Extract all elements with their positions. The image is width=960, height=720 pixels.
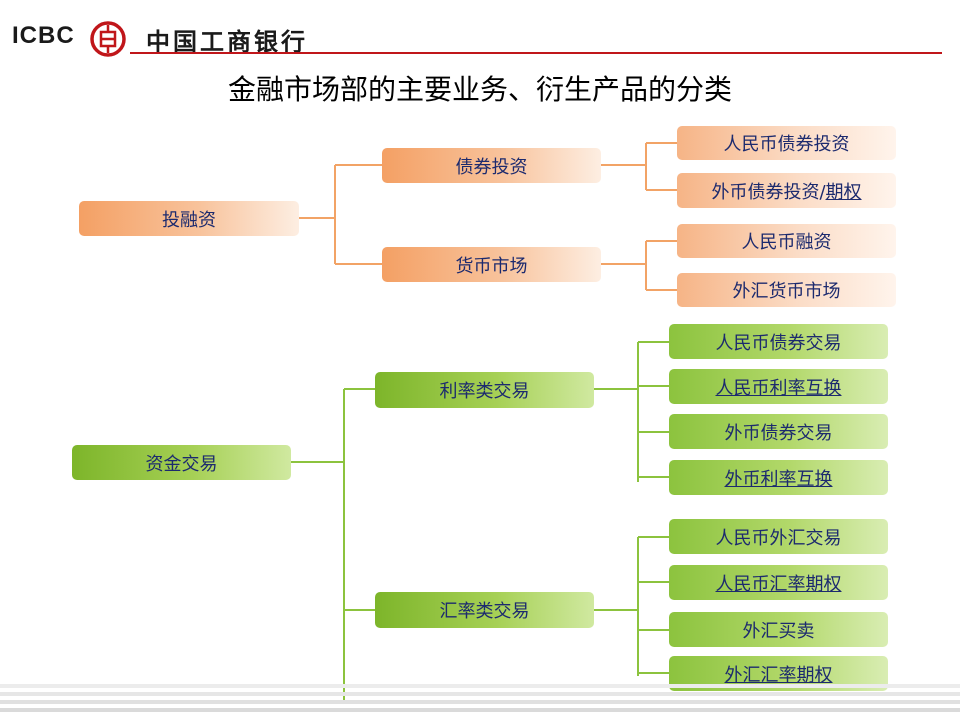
node-label: 人民币融资: [741, 232, 832, 253]
footer-decoration: [0, 682, 960, 720]
node-rmb-financing: 人民币融资: [677, 224, 896, 258]
node-label: 人民币外汇交易: [715, 527, 842, 549]
node-label-link[interactable]: 人民币利率互换: [715, 377, 842, 399]
node-fund-trading: 资金交易: [72, 445, 291, 480]
green-connectors: [291, 341, 669, 700]
node-label-link[interactable]: 人民币汇率期权: [715, 573, 842, 595]
node-fx-bond-trading: 外币债券交易: [669, 414, 888, 449]
node-bond-investment: 债券投资: [382, 148, 601, 183]
node-fx-bond-investment-option[interactable]: 外币债券投资/期权: [677, 173, 896, 208]
node-fx-money-market: 外汇货币市场: [677, 273, 896, 307]
node-label-link[interactable]: 外币债券投资/期权: [711, 181, 862, 203]
node-investment-financing: 投融资: [79, 201, 299, 236]
node-label-link[interactable]: 外汇汇率期权: [724, 664, 833, 686]
node-rmb-fx-trading: 人民币外汇交易: [669, 519, 888, 554]
node-money-market: 货币市场: [382, 247, 601, 282]
icbc-logo-text: ICBC: [12, 22, 75, 49]
node-fx-interest-rate-swap[interactable]: 外币利率互换: [669, 460, 888, 495]
node-label: 外汇货币市场: [732, 281, 841, 302]
node-fx-rate-trading: 汇率类交易: [375, 592, 594, 628]
header: ICBC 中国工商银行: [0, 0, 960, 60]
node-label: 利率类交易: [439, 381, 530, 402]
node-label: 外币债券交易: [724, 422, 833, 444]
bank-name: 中国工商银行: [146, 28, 308, 56]
node-label: 投融资: [162, 209, 216, 231]
node-interest-rate-trading: 利率类交易: [375, 372, 594, 408]
node-label: 债券投资: [455, 156, 528, 178]
node-label: 货币市场: [455, 255, 528, 277]
node-rmb-bond-investment: 人民币债券投资: [677, 126, 896, 160]
node-label: 人民币债券投资: [723, 134, 850, 155]
node-label-link[interactable]: 外币利率互换: [724, 468, 833, 490]
node-rmb-bond-trading: 人民币债券交易: [669, 324, 888, 359]
node-fx-spot-trading: 外汇买卖: [669, 612, 888, 647]
icbc-logo-icon: [90, 21, 126, 57]
node-label: 资金交易: [145, 453, 218, 475]
node-label: 人民币债券交易: [715, 332, 842, 354]
node-label: 外汇买卖: [742, 620, 815, 642]
node-rmb-fx-option[interactable]: 人民币汇率期权: [669, 565, 888, 600]
page-title: 金融市场部的主要业务、衍生产品的分类: [227, 73, 732, 106]
node-label: 汇率类交易: [439, 601, 530, 622]
header-divider: [130, 52, 942, 54]
orange-connectors: [299, 142, 677, 291]
node-rmb-interest-rate-swap[interactable]: 人民币利率互换: [669, 369, 888, 404]
